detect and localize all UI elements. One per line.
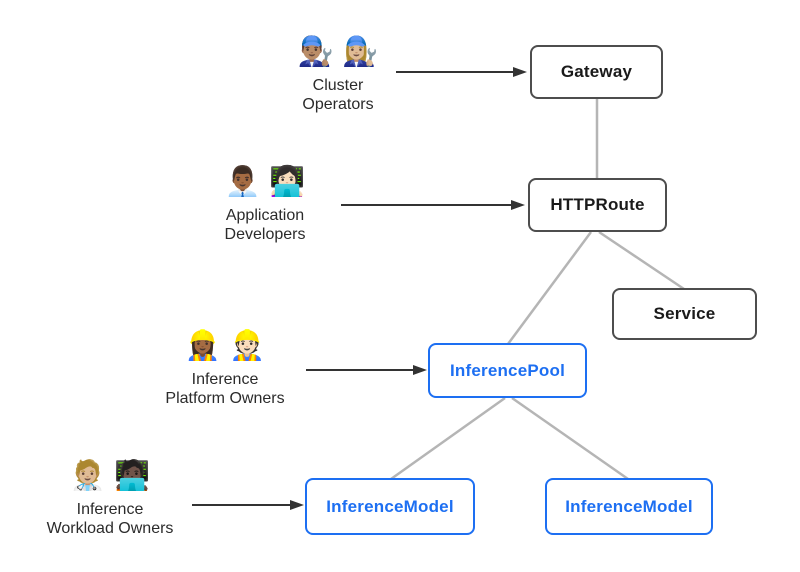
persona-label-line: Workload Owners <box>46 520 174 537</box>
persona-label-line: Inference <box>191 371 259 388</box>
persona-inference-workload-owners: 🧑🏼‍⚕️ 🧑🏿‍💻 Inference Workload Owners <box>25 456 195 538</box>
persona-label-line: Cluster <box>312 77 364 94</box>
edge-httproute-inferencepool <box>506 231 593 345</box>
inference-workload-owners-emoji-icon: 🧑🏼‍⚕️ 🧑🏿‍💻 <box>69 460 151 492</box>
edge-httproute-service <box>598 230 685 291</box>
edge-inferencepool-inferencemodel-a <box>390 396 506 481</box>
node-inferencepool: InferencePool <box>428 343 587 398</box>
application-developers-emoji-icon: 👨🏾‍💼 👩🏻‍💻 <box>224 166 306 198</box>
node-inferencemodel-right: InferenceModel <box>545 478 713 535</box>
node-label: HTTPRoute <box>550 195 645 214</box>
node-label: InferencePool <box>449 360 566 380</box>
node-inferencemodel-left: InferenceModel <box>305 478 475 535</box>
persona-inference-platform-owners: 👷🏾‍♀️ 👷🏻 Inference Platform Owners <box>140 326 310 408</box>
persona-label-line: Developers <box>224 226 306 243</box>
node-service: Service <box>612 288 757 340</box>
persona-label-line: Platform Owners <box>165 390 285 407</box>
edge-inferencepool-inferencemodel-b <box>511 396 629 481</box>
node-label: Service <box>653 304 716 323</box>
node-label: InferenceModel <box>326 496 454 516</box>
persona-cluster-operators: 👨🏽‍🔧 👩🏼‍🔧 Cluster Operators <box>253 32 423 114</box>
cluster-operators-emoji-icon: 👨🏽‍🔧 👩🏼‍🔧 <box>297 36 379 68</box>
persona-label-line: Application <box>225 207 305 224</box>
node-label: InferenceModel <box>565 496 693 516</box>
persona-application-developers: 👨🏾‍💼 👩🏻‍💻 Application Developers <box>180 162 350 244</box>
node-gateway: Gateway <box>530 45 663 99</box>
inference-platform-owners-emoji-icon: 👷🏾‍♀️ 👷🏻 <box>184 330 266 362</box>
node-label: Gateway <box>560 62 633 81</box>
persona-label-line: Operators <box>302 96 374 113</box>
persona-label-line: Inference <box>76 501 144 518</box>
node-httproute: HTTPRoute <box>528 178 667 232</box>
